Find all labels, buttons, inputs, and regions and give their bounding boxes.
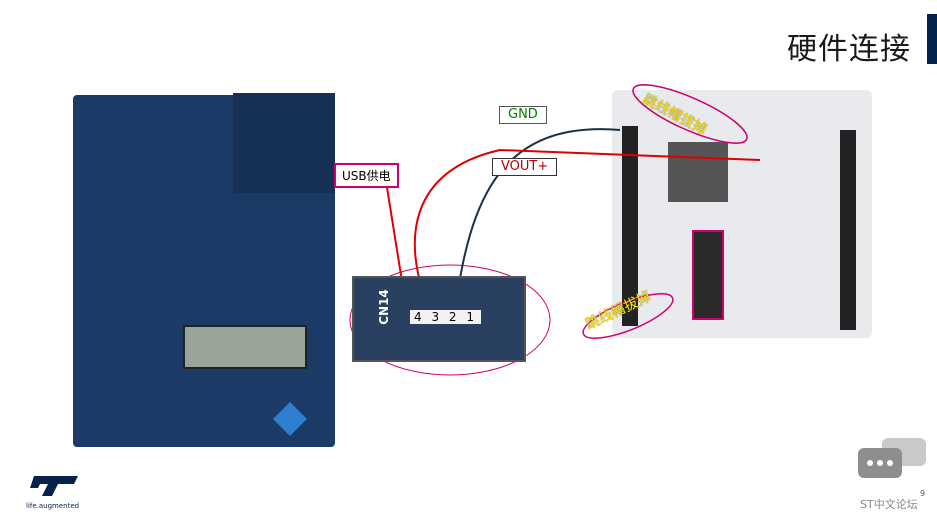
- slide-title: 硬件连接: [787, 32, 911, 67]
- lcd-display: [183, 325, 307, 369]
- title-accent-bar: [927, 14, 937, 64]
- chat-bubble-icon: [858, 438, 926, 478]
- forum-label: ST中文论坛: [860, 498, 918, 511]
- pin-header-right: [840, 130, 856, 330]
- nucleo-board-photo: [612, 90, 872, 338]
- jumper-top-highlight: [632, 84, 748, 144]
- connector-label: CN14: [376, 289, 391, 325]
- energy-monitor-board-photo: [73, 93, 335, 447]
- usb-power-label: USB供电: [334, 163, 399, 188]
- jumper-area-highlight: [692, 230, 724, 320]
- st-logo-icon: [30, 476, 78, 496]
- board-header-strip: [233, 93, 335, 193]
- connector-pin-numbers: 4 3 2 1: [410, 310, 481, 324]
- mcu-chip: [668, 142, 728, 202]
- logo-tagline: life.augmented: [26, 502, 80, 510]
- pin-header-left: [622, 126, 638, 326]
- vout-label: VOUT+: [492, 158, 558, 176]
- gnd-label: GND: [499, 106, 547, 124]
- page-number: 9: [920, 489, 926, 498]
- jumper-bottom-highlight: [582, 293, 674, 339]
